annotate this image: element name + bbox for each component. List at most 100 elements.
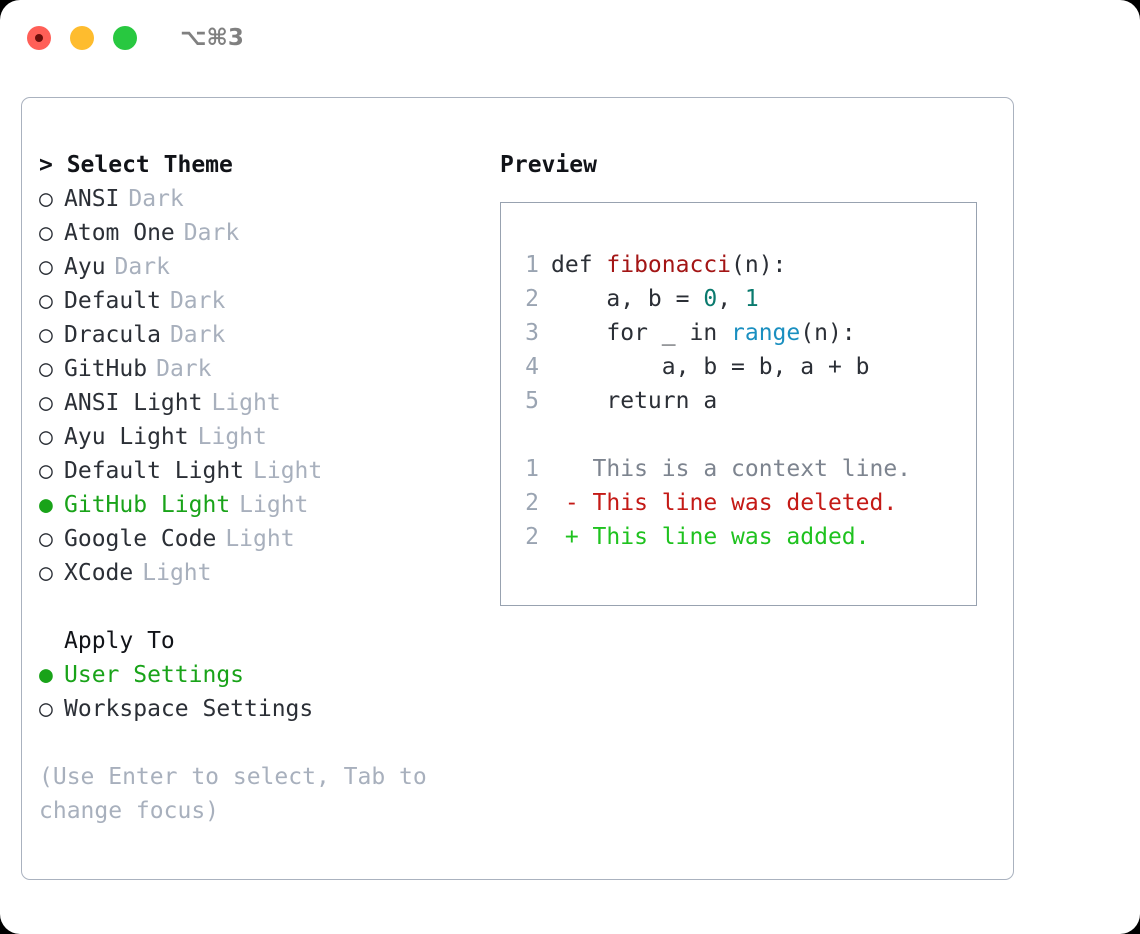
title-bar: ⌥⌘3 bbox=[0, 0, 1140, 76]
theme-option-category: Light bbox=[197, 424, 267, 450]
code-token-kw: return bbox=[551, 388, 704, 414]
theme-option-row[interactable]: ● GitHub Light Light bbox=[39, 488, 469, 522]
diff-sign: - bbox=[551, 490, 593, 516]
preview-heading: Preview bbox=[500, 152, 597, 178]
title-shortcut-label: ⌥⌘3 bbox=[180, 25, 244, 51]
theme-option-label: Ayu bbox=[64, 254, 106, 280]
apply-to-option-row[interactable]: ○ Workspace Settings bbox=[39, 692, 469, 726]
theme-option-label: Default Light bbox=[64, 458, 245, 484]
theme-option-label: Ayu Light bbox=[64, 424, 189, 450]
apply-to-option-label: Workspace Settings bbox=[64, 696, 314, 722]
theme-option-category: Dark bbox=[128, 186, 184, 212]
theme-option-row[interactable]: ○ Ayu Light Light bbox=[39, 420, 469, 454]
code-token-kw: for _ in bbox=[551, 320, 732, 346]
theme-option-category: Dark bbox=[169, 288, 226, 314]
code-line-number: 3 bbox=[525, 320, 539, 346]
theme-option-label: Google Code bbox=[64, 526, 217, 552]
code-line-number: 2 bbox=[525, 286, 539, 312]
radio-unselected-icon[interactable]: ○ bbox=[39, 254, 53, 280]
theme-option-category: Light bbox=[239, 492, 309, 518]
code-line: 2 a, b = 0, 1 bbox=[501, 282, 976, 316]
apply-to-option-label: User Settings bbox=[64, 662, 245, 688]
radio-unselected-icon[interactable]: ○ bbox=[39, 322, 53, 348]
theme-option-label: Dracula bbox=[64, 322, 161, 348]
code-token-fn: fibonacci bbox=[606, 252, 732, 278]
code-diff-separator bbox=[501, 418, 976, 452]
code-token-punc: , bbox=[717, 286, 745, 312]
code-line: 5 return a bbox=[501, 384, 976, 418]
theme-option-category: Light bbox=[225, 526, 295, 552]
diff-sign: + bbox=[551, 524, 593, 550]
list-spacer bbox=[39, 590, 469, 624]
diff-text: This is a context line. bbox=[592, 456, 912, 482]
minimize-button[interactable] bbox=[70, 26, 94, 50]
code-token-punc: (n): bbox=[800, 320, 856, 346]
theme-option-category: Dark bbox=[114, 254, 170, 280]
theme-option-label: Atom One bbox=[64, 220, 175, 246]
recording-dot-icon bbox=[35, 34, 43, 42]
diff-line-number: 2 bbox=[525, 490, 539, 516]
radio-unselected-icon[interactable]: ○ bbox=[39, 526, 53, 552]
theme-option-row[interactable]: ○ Google Code Light bbox=[39, 522, 469, 556]
theme-option-category: Dark bbox=[156, 356, 212, 382]
theme-option-label: GitHub bbox=[64, 356, 148, 382]
diff-line: 2 + This line was added. bbox=[501, 520, 976, 554]
code-token-num: 1 bbox=[744, 286, 759, 312]
close-button[interactable] bbox=[27, 26, 51, 50]
apply-to-option-row[interactable]: ● User Settings bbox=[39, 658, 469, 692]
apply-to-list: ● User Settings ○ Workspace Settings bbox=[39, 658, 469, 726]
radio-unselected-icon[interactable]: ○ bbox=[39, 390, 53, 416]
code-line-number: 5 bbox=[525, 388, 539, 414]
theme-option-label: ANSI Light bbox=[64, 390, 203, 416]
radio-selected-icon[interactable]: ● bbox=[39, 492, 53, 518]
theme-option-row[interactable]: ○ ANSI Light Light bbox=[39, 386, 469, 420]
code-token-var: a, b = b, a + b bbox=[551, 354, 870, 380]
theme-option-category: Light bbox=[211, 390, 281, 416]
diff-line-number: 1 bbox=[525, 456, 539, 482]
radio-unselected-icon[interactable]: ○ bbox=[39, 356, 53, 382]
maximize-button[interactable] bbox=[113, 26, 137, 50]
radio-unselected-icon[interactable]: ○ bbox=[39, 696, 53, 722]
diff-line-number: 2 bbox=[525, 524, 539, 550]
code-token-var: a bbox=[703, 388, 718, 414]
radio-selected-icon[interactable]: ● bbox=[39, 662, 53, 688]
theme-option-row[interactable]: ○ Default Dark bbox=[39, 284, 469, 318]
keyboard-hint-text: (Use Enter to select, Tab to change focu… bbox=[39, 764, 427, 824]
code-line-number: 1 bbox=[525, 252, 539, 278]
diff-text: This line was deleted. bbox=[592, 490, 898, 516]
radio-unselected-icon[interactable]: ○ bbox=[39, 458, 53, 484]
diff-line: 1 This is a context line. bbox=[501, 452, 976, 486]
theme-option-row[interactable]: ○ Dracula Dark bbox=[39, 318, 469, 352]
radio-unselected-icon[interactable]: ○ bbox=[39, 424, 53, 450]
code-line-number: 4 bbox=[525, 354, 539, 380]
radio-unselected-icon[interactable]: ○ bbox=[39, 186, 53, 212]
code-token-bi: range bbox=[731, 320, 801, 346]
theme-option-label: GitHub Light bbox=[64, 492, 231, 518]
theme-option-label: Default bbox=[64, 288, 161, 314]
diff-sign bbox=[551, 456, 593, 482]
theme-option-label: XCode bbox=[64, 560, 134, 586]
apply-to-heading: Apply To bbox=[64, 628, 175, 654]
theme-option-row[interactable]: ○ Ayu Dark bbox=[39, 250, 469, 284]
theme-option-category: Dark bbox=[169, 322, 226, 348]
radio-unselected-icon[interactable]: ○ bbox=[39, 288, 53, 314]
radio-unselected-icon[interactable]: ○ bbox=[39, 220, 53, 246]
diff-line: 2 - This line was deleted. bbox=[501, 486, 976, 520]
radio-unselected-icon[interactable]: ○ bbox=[39, 560, 53, 586]
code-line: 4 a, b = b, a + b bbox=[501, 350, 976, 384]
traffic-light-group bbox=[27, 26, 137, 50]
code-line: 3 for _ in range(n): bbox=[501, 316, 976, 350]
theme-option-row[interactable]: ○ GitHub Dark bbox=[39, 352, 469, 386]
code-token-var: a, b = bbox=[551, 286, 704, 312]
